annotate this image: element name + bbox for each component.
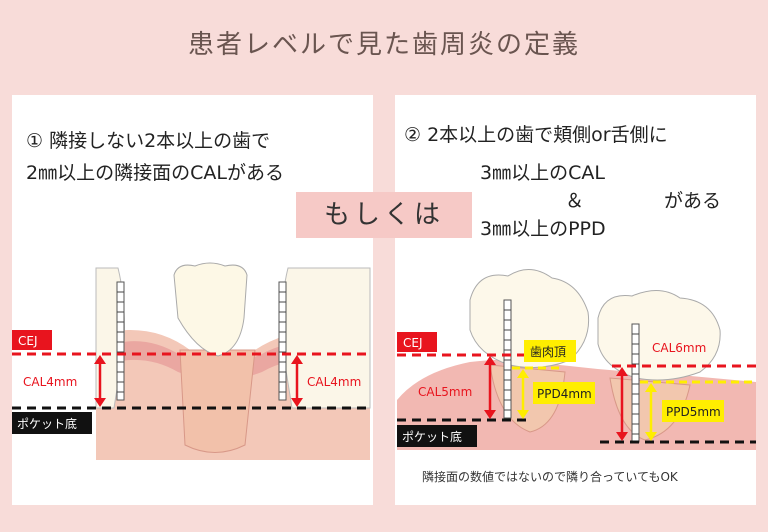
left-cal-arrow-2 xyxy=(291,355,303,407)
left-teeth-diagram: CEJ ポケット底 CAL4mm CAL4mm xyxy=(12,262,372,460)
gum-text: 歯肉頂 xyxy=(530,345,566,359)
right-teeth-diagram: CEJ ポケット底 歯肉頂 PPD4mm PPD5mm CAL5mm CAL6m… xyxy=(397,269,756,450)
cal-text-b: CAL6mm xyxy=(652,341,706,355)
gum-tag xyxy=(524,340,576,362)
right-ppd-arrow-a xyxy=(517,369,529,419)
left-pocket-tag xyxy=(12,412,92,434)
right-ppd-arrow-b xyxy=(645,383,657,441)
left-condition-line-1: ① 隣接しない2本以上の歯で xyxy=(26,130,271,152)
ppd-text-a: PPD4mm xyxy=(537,387,592,401)
left-condition-line-2: 2㎜以上の隣接面のCALがある xyxy=(26,162,284,184)
ppd-tag-b xyxy=(662,400,724,422)
left-cal-label-1: CAL4mm xyxy=(23,375,77,389)
ppd-tag-a xyxy=(533,382,595,404)
right-probe-1 xyxy=(503,299,512,419)
right-note: 隣接面の数値ではないので隣り合っていてもOK xyxy=(422,470,678,484)
right-cal-arrow-a xyxy=(484,356,496,419)
right-pocket-tag xyxy=(397,425,477,447)
right-condition-amp: ＆ xyxy=(565,190,585,212)
right-cej-tag xyxy=(397,332,437,352)
right-condition-exists: がある xyxy=(664,190,722,212)
right-cej-text: CEJ xyxy=(403,336,423,350)
left-probe-2 xyxy=(278,281,287,401)
or-badge: もしくは xyxy=(296,192,472,238)
left-cal-label-2: CAL4mm xyxy=(307,375,361,389)
left-cej-tag xyxy=(12,330,52,350)
ppd-text-b: PPD5mm xyxy=(666,405,721,419)
left-cej-text: CEJ xyxy=(18,334,38,348)
right-condition-line-3: 3㎜以上のPPD xyxy=(480,218,606,240)
right-pocket-text: ポケット底 xyxy=(402,429,462,444)
left-center-root xyxy=(179,349,256,453)
right-condition-line-2: 3㎜以上のCAL xyxy=(480,162,605,184)
page-title: 患者レベルで見た歯周炎の定義 xyxy=(187,30,580,60)
right-condition-line-1: ② 2本以上の歯で頬側or舌側に xyxy=(404,124,668,146)
right-probe-2 xyxy=(631,323,640,443)
left-probe-1 xyxy=(116,281,125,401)
right-cal-arrow-b xyxy=(616,367,628,441)
cal-text-a: CAL5mm xyxy=(418,385,472,399)
left-pocket-text: ポケット底 xyxy=(17,416,77,431)
left-center-crown xyxy=(173,262,248,357)
left-cal-arrow-1 xyxy=(94,355,106,407)
